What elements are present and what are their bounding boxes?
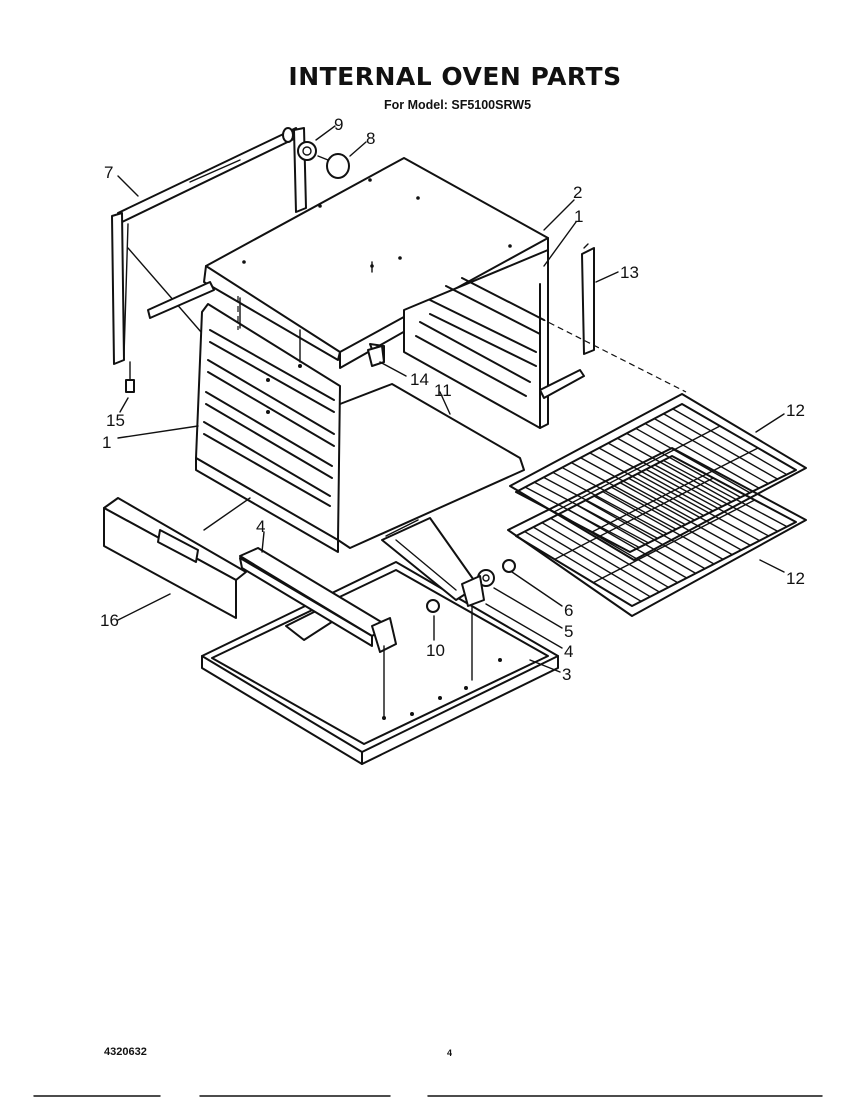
rack-rod <box>589 452 705 517</box>
rack-rod <box>542 476 659 540</box>
part-9-light-socket <box>282 127 317 161</box>
rack-rod <box>645 468 770 537</box>
callout-12-upper: 12 <box>786 401 805 420</box>
assembly-guide-lines <box>203 296 687 719</box>
part-6-orifice-cap <box>502 559 516 573</box>
model-subtitle: For Model: SF5100SRW5 <box>384 98 532 112</box>
rack-rod <box>672 408 788 476</box>
rack-rod <box>627 477 752 547</box>
rack-cross-rod <box>553 477 715 561</box>
rack-rod <box>635 427 751 494</box>
rack-rod <box>584 499 706 570</box>
rack-rod <box>598 447 714 512</box>
part-1-left-side-liner <box>147 281 341 553</box>
callout-5: 5 <box>564 622 573 641</box>
rack-rod <box>533 481 650 544</box>
rack-rod <box>523 530 642 603</box>
rack-rod <box>601 490 724 561</box>
rack-rod <box>552 471 668 535</box>
rack-rod <box>570 461 687 526</box>
rack-rod <box>532 526 651 598</box>
part-callouts: 7 9 8 2 1 13 14 11 15 1 12 12 4 16 6 5 4… <box>100 115 805 684</box>
callout-10: 10 <box>426 641 445 660</box>
callout-11: 11 <box>434 381 452 400</box>
part-2-oven-liner-top <box>203 157 549 369</box>
callout-4-right: 4 <box>564 642 573 661</box>
part-14-clip <box>367 345 385 367</box>
callout-15: 15 <box>106 411 125 430</box>
rack-rod <box>579 457 696 521</box>
part-13-rack-support <box>581 243 595 355</box>
page-title: INTERNAL OVEN PARTS <box>288 62 622 91</box>
callout-14: 14 <box>410 370 429 389</box>
rack-rod <box>561 466 677 530</box>
callout-6: 6 <box>564 601 573 620</box>
rack-rod <box>662 413 779 480</box>
document-number: 4320632 <box>104 1046 147 1058</box>
rack-rod <box>607 442 723 508</box>
part-12-lower-oven-rack <box>507 447 807 617</box>
rack-cross-rod <box>592 499 756 584</box>
rack-rod <box>653 464 779 533</box>
rack-rod <box>662 459 788 528</box>
rack-rod <box>616 437 733 503</box>
part-8-light-bulb <box>317 153 350 179</box>
rack-rod <box>558 513 679 584</box>
leader-lines <box>117 125 785 673</box>
page-number: 4 <box>447 1048 453 1058</box>
part-12-upper-oven-rack <box>509 393 807 561</box>
rack-rod <box>610 486 733 556</box>
rack-rod <box>636 473 761 542</box>
callout-13: 13 <box>620 263 639 282</box>
rack-cross-rod <box>591 447 759 533</box>
rack-rod <box>575 504 697 575</box>
callout-2: 2 <box>573 183 582 202</box>
part-3-oven-bottom-pan <box>201 561 559 765</box>
rack-rod <box>593 495 715 565</box>
rack-rod <box>625 432 742 499</box>
callout-1-upper: 1 <box>574 207 583 226</box>
callout-16: 16 <box>100 611 119 630</box>
rack-cross-rod <box>553 425 721 513</box>
callout-9: 9 <box>334 115 343 134</box>
rack-rod <box>549 517 670 589</box>
rack-rod <box>644 422 760 489</box>
callout-8: 8 <box>366 129 375 148</box>
callout-12-lower: 12 <box>786 569 805 588</box>
callout-3: 3 <box>562 665 571 684</box>
rack-rod <box>619 481 743 551</box>
part-16-broiler-vent <box>103 497 247 619</box>
callout-7: 7 <box>104 163 113 182</box>
callout-4-left: 4 <box>256 517 265 536</box>
rack-rod <box>567 508 688 579</box>
part-1-right-side-liner <box>403 249 585 429</box>
part-15-screw <box>125 361 135 393</box>
rack-rod <box>653 417 770 485</box>
part-4-burner-bracket <box>461 575 485 607</box>
part-10-nut <box>426 599 440 613</box>
rack-rod <box>541 521 661 593</box>
callout-1-lower: 1 <box>102 433 111 452</box>
